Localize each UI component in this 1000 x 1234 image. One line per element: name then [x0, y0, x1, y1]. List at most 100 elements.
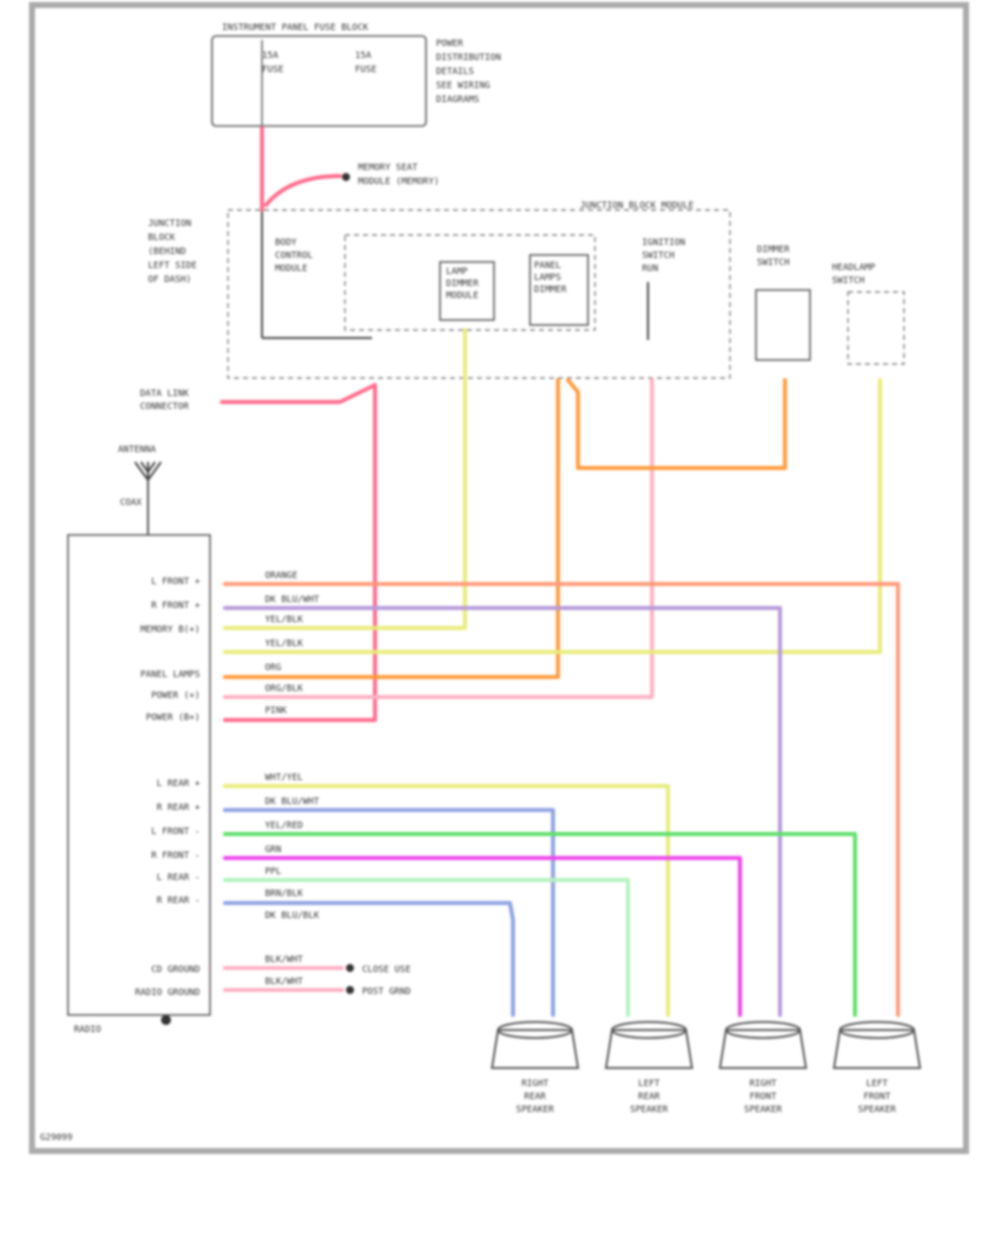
- speaker-right-front: RIGHT FRONT SPEAKER: [718, 1021, 808, 1115]
- speakers: RIGHT REAR SPEAKER LEFT REAR SPEAKER RIG…: [490, 1021, 922, 1115]
- ground-label-2: BLK/WHT: [265, 977, 304, 987]
- jb-label-5: OF DASH): [148, 275, 191, 285]
- fuse-note-4: SEE WIRING: [436, 81, 490, 91]
- wire-label-11: GRN: [265, 845, 281, 855]
- fuse-note-1: POWER: [436, 39, 464, 49]
- wire-label-8: WHT/YEL: [265, 773, 303, 783]
- lamp-module-line-1: LAMP: [446, 267, 468, 277]
- jb-label-4: LEFT SIDE: [148, 261, 197, 271]
- body-module-line-2: CONTROL: [275, 251, 313, 261]
- wire-salmon-lfront: [223, 582, 900, 1017]
- radio: RADIO L FRONT + R FRONT + MEMORY B(+) PA…: [67, 534, 211, 1035]
- speaker-1-line-3: SPEAKER: [516, 1105, 555, 1115]
- wire-label-14: DK BLU/BLK: [265, 911, 320, 921]
- headlamp-switch-line-1: HEADLAMP: [832, 263, 876, 273]
- speaker-1-line-1: RIGHT: [521, 1079, 549, 1089]
- speaker-3-line-2: FRONT: [749, 1092, 777, 1102]
- fuse-panel-title: INSTRUMENT PANEL FUSE BLOCK: [222, 23, 369, 33]
- ign-run-line-3: RUN: [642, 264, 658, 274]
- fuse-note-3: DETAILS: [436, 67, 474, 77]
- panel-lamp-line-3: DIMMER: [534, 285, 567, 295]
- speaker-2-line-2: REAR: [638, 1092, 660, 1102]
- radio-pin-l-rear-plus: L REAR +: [157, 779, 201, 789]
- data-link-connector: DATA LINK CONNECTOR: [140, 389, 189, 412]
- ign-run-line-2: SWITCH: [642, 251, 675, 261]
- fuse-note-2: DISTRIBUTION: [436, 53, 501, 63]
- wire-pink-datalink: [220, 383, 377, 722]
- radio-pin-l-front-plus: L FRONT +: [151, 577, 200, 587]
- radio-pin-l-rear-minus: L REAR -: [157, 873, 200, 883]
- radio-pin-r-front-plus: R FRONT +: [151, 601, 200, 611]
- fuse-line-1: 15A: [262, 51, 279, 61]
- wire-yellow-headlamp: [223, 378, 882, 654]
- fuse-line-4: FUSE: [355, 65, 377, 75]
- ground-note-2: POST GRND: [362, 987, 411, 997]
- data-link-line-2: CONNECTOR: [140, 402, 189, 412]
- panel-lamp-line-2: LAMPS: [534, 273, 561, 283]
- speaker-right-rear: RIGHT REAR SPEAKER: [490, 1021, 580, 1115]
- ground-note-1: CLOSE USE: [362, 965, 411, 975]
- ground-notes: CLOSE USE POST GRND: [346, 964, 411, 997]
- dimmer-switch-line-2: SWITCH: [757, 258, 790, 268]
- wire-label-3: YEL/BLK: [265, 615, 304, 625]
- wire-label-7: PINK: [265, 706, 287, 716]
- fuse-note-5: DIAGRAMS: [436, 95, 479, 105]
- junction-block: JUNCTION BLOCK (BEHIND LEFT SIDE OF DASH…: [148, 201, 731, 379]
- wire-label-5: ORG: [265, 663, 281, 673]
- wire-orange-dimmer: [566, 378, 787, 470]
- wire-blue-rrear-minus: [223, 901, 515, 1017]
- radio-label: RADIO: [74, 1025, 101, 1035]
- wire-yellow-lrear: [223, 784, 670, 1017]
- radio-pin-radio-ground: RADIO GROUND: [135, 988, 200, 998]
- wire-label-2: DK BLU/WHT: [265, 595, 320, 605]
- headlamp-switch-line-2: SWITCH: [832, 276, 865, 286]
- wire-label-13: BRN/BLK: [265, 889, 304, 899]
- wire-label-12: PPL: [265, 867, 281, 877]
- fuse-panel: INSTRUMENT PANEL FUSE BLOCK 15A FUSE 15A…: [211, 23, 501, 127]
- wire-orange-panel: [223, 378, 560, 679]
- radio-pin-r-rear-minus: R REAR -: [157, 896, 200, 906]
- ign-run-line-1: IGNITION: [642, 238, 685, 248]
- data-link-line-1: DATA LINK: [140, 389, 189, 399]
- wire-magenta-rfront: [223, 856, 742, 1017]
- lamp-module-line-2: DIMMER: [446, 279, 479, 289]
- wire-label-9: DK BLU/WHT: [265, 797, 320, 807]
- wire-ltpink-ign: [223, 378, 654, 699]
- wire-ltgreen-lrear: [223, 878, 630, 1017]
- headlamp-switch: HEADLAMP SWITCH: [832, 263, 905, 365]
- speaker-4-line-1: LEFT: [866, 1079, 888, 1089]
- radio-pin-cd-ground: CD GROUND: [151, 965, 200, 975]
- wire-label-1: ORANGE: [265, 571, 298, 581]
- radio-pin-power-b: POWER (B+): [146, 713, 200, 723]
- radio-pin-l-front-minus: L FRONT -: [151, 827, 200, 837]
- wires: [220, 126, 900, 1017]
- jb-label-2: BLOCK: [148, 233, 176, 243]
- speaker-2-line-1: LEFT: [638, 1079, 660, 1089]
- memory-note-line-1: MEMORY SEAT: [358, 163, 418, 173]
- body-module-line-1: BODY: [275, 238, 297, 248]
- memory-note-line-2: MODULE (MEMORY): [358, 177, 439, 187]
- speaker-4-line-2: FRONT: [863, 1092, 891, 1102]
- speaker-3-line-3: SPEAKER: [744, 1105, 783, 1115]
- speaker-left-rear: LEFT REAR SPEAKER: [604, 1021, 694, 1115]
- coax-label: COAX: [120, 498, 142, 508]
- fuse-line-2: FUSE: [262, 65, 284, 75]
- dimmer-switch-line-1: DIMMER: [757, 245, 790, 255]
- fuse-line-3: 15A: [355, 51, 372, 61]
- wire-label-4: YEL/BLK: [265, 639, 304, 649]
- wire-labels: ORANGE DK BLU/WHT YEL/BLK YEL/BLK ORG OR…: [265, 571, 320, 987]
- body-module-line-3: MODULE: [275, 264, 308, 274]
- wire-blue-rrear: [223, 808, 555, 1017]
- lamp-module-line-3: MODULE: [446, 291, 479, 301]
- radio-pin-r-front-minus: R FRONT -: [151, 851, 200, 861]
- diagram-code: G29099: [40, 1133, 73, 1143]
- memory-module-note: MEMORY SEAT MODULE (MEMORY): [342, 163, 439, 187]
- jb-label-3: (BEHIND: [148, 247, 186, 257]
- wire-pink-memory: [264, 174, 342, 207]
- radio-pin-panel-lamps: PANEL LAMPS: [140, 670, 200, 680]
- speaker-3-line-1: RIGHT: [749, 1079, 777, 1089]
- diagram-frame: [29, 2, 969, 1154]
- wire-label-6: ORG/BLK: [265, 684, 304, 694]
- jb-module-label: JUNCTION BLOCK MODULE: [580, 201, 694, 211]
- radio-pin-memory: MEMORY B(+): [140, 625, 200, 635]
